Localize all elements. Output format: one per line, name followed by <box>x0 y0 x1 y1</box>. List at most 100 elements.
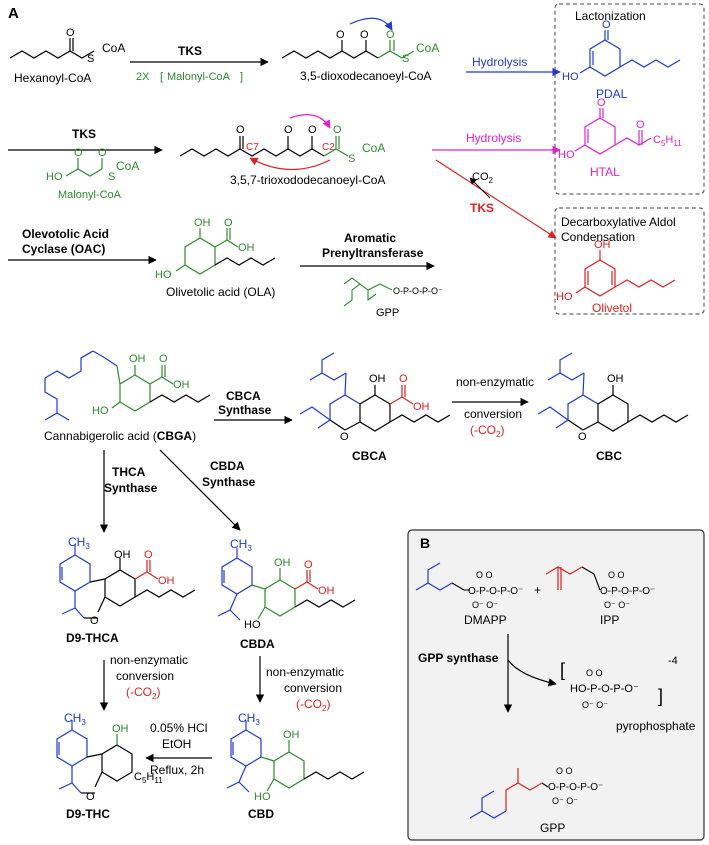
ipp-o-top: O O <box>608 570 625 580</box>
hcl-label: 0.05% HCl <box>150 721 207 735</box>
diox-o1: O <box>336 29 345 41</box>
tks-label-2: TKS <box>72 127 96 141</box>
thca-synthase-2: Synthase <box>104 481 158 495</box>
cbd-oh: OH <box>283 729 300 741</box>
triox-ext <box>323 136 349 157</box>
cbd-structure <box>226 720 365 793</box>
htal-label: HTAL <box>590 165 620 179</box>
cbc-ring-o: O <box>578 431 587 443</box>
oac-label-2: Cyclase (OAC) <box>22 242 105 256</box>
triox-o4: O <box>333 124 342 136</box>
pyro-bracket-right: ] <box>658 686 663 706</box>
cbda-oh1: OH <box>274 557 291 569</box>
cbca-ring-o: O <box>340 431 349 443</box>
pyro-o-top: O O <box>586 668 603 678</box>
ola-structure <box>175 228 239 275</box>
dmapp-label: DMAPP <box>464 613 507 627</box>
hydrolysis-label-1: Hydrolysis <box>472 55 527 69</box>
red-curved-arrow <box>249 157 331 171</box>
cbd-label: CBD <box>248 807 274 821</box>
tks-label-1: TKS <box>178 44 202 58</box>
cbca-o: O <box>399 373 408 385</box>
decarb-label-1: Decarboxylative Aldol <box>561 215 676 229</box>
thca-oh2: OH <box>158 575 175 587</box>
cbda-synthase-arrow <box>159 449 241 531</box>
dioxodecanoyl-structure <box>281 40 379 59</box>
cbc-oh: OH <box>607 373 624 385</box>
triox-coa: CoA <box>362 141 385 155</box>
co2-curl-arrow <box>469 177 491 199</box>
ola-oh1: OH <box>194 217 211 229</box>
cbda-synthase-2: Synthase <box>202 475 256 489</box>
cbga-oh1: OH <box>129 353 146 365</box>
lactonization-box <box>554 3 705 195</box>
ola-label: Olivetolic acid (OLA) <box>166 285 275 299</box>
hexanoyl-coa-structure <box>9 38 95 59</box>
d9-thca-label: D9-THCA <box>66 631 119 645</box>
malonyl-coa-tag: CoA <box>116 159 139 173</box>
cbga-label: Cannabigerolic acid (CBGA) <box>44 429 196 443</box>
olivetol-ho: HO <box>556 291 573 303</box>
bracket-left: [ <box>160 71 163 83</box>
htal-o2: O <box>636 119 645 131</box>
trioxododecanoyl-structure <box>179 136 325 157</box>
triox-label: 3,5,7-trioxododecanoeyl-CoA <box>230 173 385 187</box>
dmapp-o-bottom: O⁻ O⁻ <box>472 600 498 610</box>
cbga-oh2: OH <box>173 379 190 391</box>
cbca-oh2: OH <box>413 401 430 413</box>
malonyl-ho: HO <box>46 171 63 183</box>
bracket-right: ] <box>240 71 243 83</box>
htal-c5h11: C5H11 <box>653 134 682 148</box>
decarboxylative-box <box>554 207 705 315</box>
malonyl-coa-1: Malonyl-CoA <box>167 71 231 83</box>
cbca-label: CBCA <box>352 449 387 463</box>
cbda-structure <box>217 548 356 621</box>
hexanoyl-s: S <box>87 53 94 65</box>
hydrolysis-label-2: Hydrolysis <box>466 131 521 145</box>
pyro-bracket-left: [ <box>560 660 565 680</box>
cbga-structure <box>44 350 211 421</box>
cbda-oh2: OH <box>318 585 335 597</box>
panel-b-box <box>407 529 705 841</box>
dmapp-phosphate <box>451 582 470 591</box>
etoh-label: EtOH <box>162 737 191 751</box>
magenta-curved-arrow <box>289 114 331 129</box>
htal-structure <box>574 108 652 155</box>
c7-label: C7 <box>246 142 259 153</box>
dmapp-o-top: O O <box>476 570 493 580</box>
malonyl-o1: O <box>74 147 83 159</box>
conv-3: conversion <box>284 681 342 695</box>
thca-ch3: CH3 <box>68 535 90 551</box>
panel-b-label: B <box>420 535 430 551</box>
hexanoyl-o: O <box>66 27 75 39</box>
minus-co2-2: (-CO2) <box>126 685 160 701</box>
c2-label: C2 <box>322 142 335 153</box>
thc-oh: OH <box>112 723 129 735</box>
diox-o3: O <box>386 29 395 41</box>
conv-1: conversion <box>464 407 522 421</box>
conv-2: conversion <box>116 669 174 683</box>
gpp-label: GPP <box>540 821 565 835</box>
gpp-product-structure <box>469 768 549 819</box>
ola-chain <box>214 257 276 266</box>
nonenz-2: non-enzymatic <box>110 653 188 667</box>
dmapp-structure <box>415 562 453 591</box>
ola-ho: HO <box>155 269 172 281</box>
malonyl-coa-2: Malonyl-CoA <box>58 189 122 201</box>
olivetol-oh: OH <box>594 239 611 251</box>
gpp-phos-text: O-P-O-P-O⁻ <box>548 782 603 793</box>
cbca-synthase-2: Synthase <box>218 403 272 417</box>
decarb-label-2: Condensation <box>561 230 635 244</box>
pyrophosphate-branch-arrow <box>507 659 557 687</box>
cbca-synthase-1: CBCA <box>226 389 261 403</box>
blue-curved-arrow <box>349 17 393 31</box>
d9-thca-structure <box>59 545 196 619</box>
cbga-o: O <box>159 353 168 365</box>
malonyl-s: S <box>108 171 115 183</box>
panel-a-label: A <box>8 5 19 22</box>
cbda-ho: HO <box>244 619 261 631</box>
diox-coa: CoA <box>416 41 439 55</box>
malonyl-o2: O <box>98 147 107 159</box>
reflux-label: Reflux, 2h <box>150 763 204 777</box>
